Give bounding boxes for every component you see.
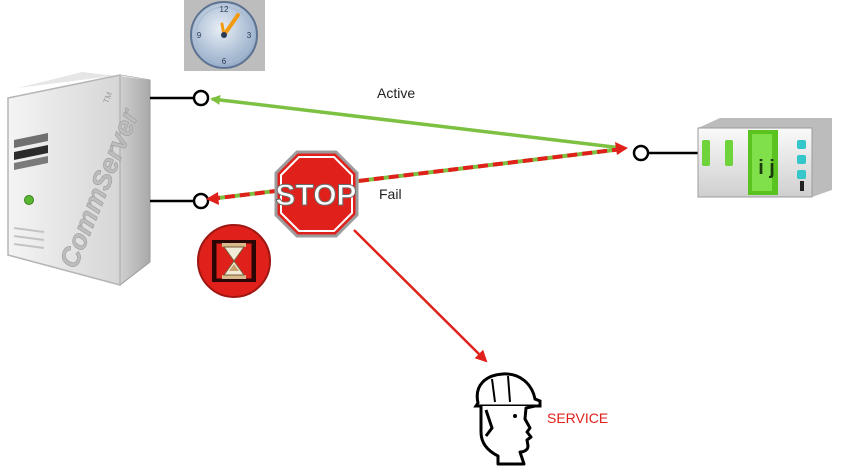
- device-module-icon: i j: [697, 118, 832, 198]
- service-arrow: [353, 229, 488, 363]
- device-port: [632, 144, 650, 162]
- active-link-label: Active: [377, 85, 415, 101]
- svg-text:j: j: [768, 157, 775, 179]
- active-link-arrow: [210, 94, 623, 150]
- svg-text:9: 9: [197, 31, 202, 40]
- fail-link-label: Fail: [379, 186, 402, 202]
- svg-text:12: 12: [220, 5, 229, 14]
- server-port-2: [192, 192, 210, 210]
- clock-icon: 12 3 6 9: [184, 0, 265, 71]
- server-port-1: [192, 89, 210, 107]
- server-tower-icon: [7, 72, 151, 287]
- svg-text:3: 3: [247, 31, 252, 40]
- stop-sign-icon: STOP: [274, 150, 359, 238]
- svg-text:i: i: [758, 157, 764, 179]
- comm-server: CommServer TM: [7, 72, 151, 287]
- server-trademark: TM: [102, 90, 115, 104]
- svg-text:6: 6: [222, 57, 227, 66]
- hourglass-icon: [197, 224, 271, 298]
- technician-icon: [473, 372, 542, 466]
- fail-link-arrow: [206, 142, 628, 205]
- service-label: SERVICE: [547, 410, 608, 426]
- stop-sign-text: STOP: [275, 179, 356, 212]
